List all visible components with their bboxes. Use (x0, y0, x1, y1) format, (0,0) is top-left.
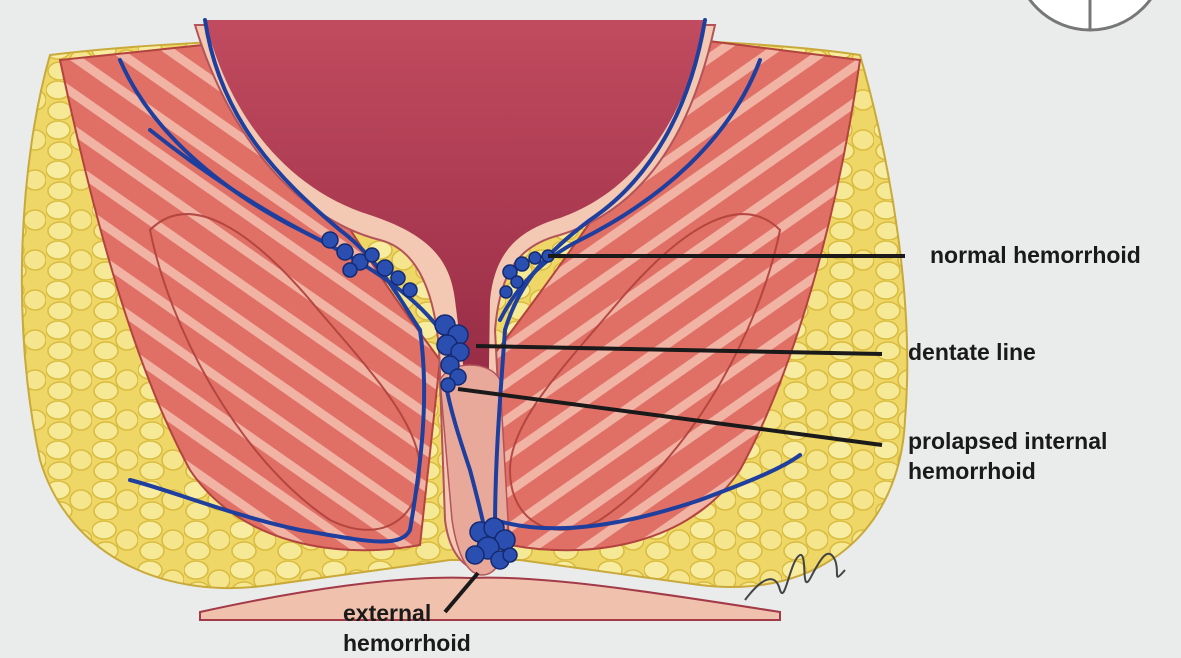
label-prolapsed-line2: hemorrhoid (908, 456, 1107, 486)
label-normal-hemorrhoid: normal hemorrhoid (930, 240, 1141, 270)
label-external-line1: external (343, 598, 471, 628)
label-prolapsed-line1: prolapsed internal (908, 426, 1107, 456)
label-dentate-line: dentate line (908, 337, 1036, 367)
label-external-hemorrhoid: external hemorrhoid (343, 598, 471, 658)
label-dentate-line-text: dentate line (908, 337, 1036, 367)
label-normal-hemorrhoid-text: normal hemorrhoid (930, 240, 1141, 270)
anatomical-orientation-inset (1015, 0, 1165, 30)
label-prolapsed-internal-hemorrhoid: prolapsed internal hemorrhoid (908, 426, 1107, 486)
